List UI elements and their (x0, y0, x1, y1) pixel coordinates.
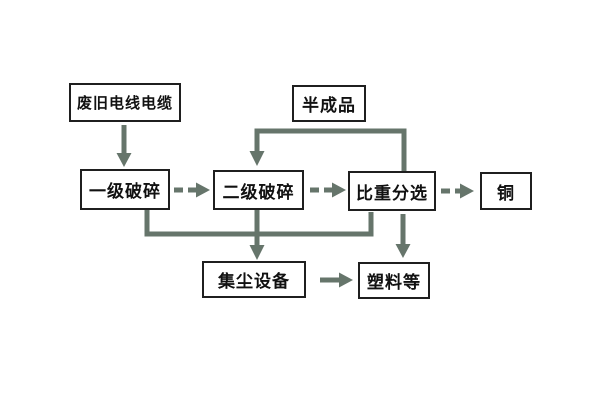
node-dust-collection-label: 集尘设备 (218, 272, 290, 292)
node-plastics: 塑料等 (358, 262, 430, 299)
node-secondary-crushing: 二级破碎 (213, 170, 304, 210)
node-gravity-separation: 比重分选 (348, 171, 436, 211)
edge-gravity-to-secondary-recycle-arrow (249, 128, 407, 171)
edge-waste-to-primary-arrow (116, 125, 132, 167)
node-waste-cable-label: 废旧电线电缆 (76, 94, 173, 112)
node-semi-finished-label: 半成品 (302, 96, 356, 116)
node-dust-collection: 集尘设备 (202, 261, 306, 298)
node-copper: 铜 (480, 172, 532, 210)
edge-dust-to-plastics-arrow (320, 272, 353, 288)
edge-primary-to-secondary-arrow (174, 182, 210, 198)
node-plastics-label: 塑料等 (367, 273, 421, 293)
edge-secondary-to-gravity-arrow (310, 182, 346, 198)
node-primary-crushing: 一级破碎 (80, 169, 170, 210)
edge-gravity-to-copper-arrow (441, 183, 474, 199)
node-waste-cable: 废旧电线电缆 (69, 83, 181, 122)
node-copper-label: 铜 (497, 183, 515, 204)
node-secondary-crushing-label: 二级破碎 (222, 182, 295, 203)
edge-gravity-to-plastics-arrow (395, 214, 411, 258)
node-gravity-separation-label: 比重分选 (356, 183, 428, 204)
node-primary-crushing-label: 一级破碎 (89, 182, 161, 202)
node-semi-finished: 半成品 (292, 85, 366, 122)
edge-collector-manifold-line (144, 210, 374, 260)
